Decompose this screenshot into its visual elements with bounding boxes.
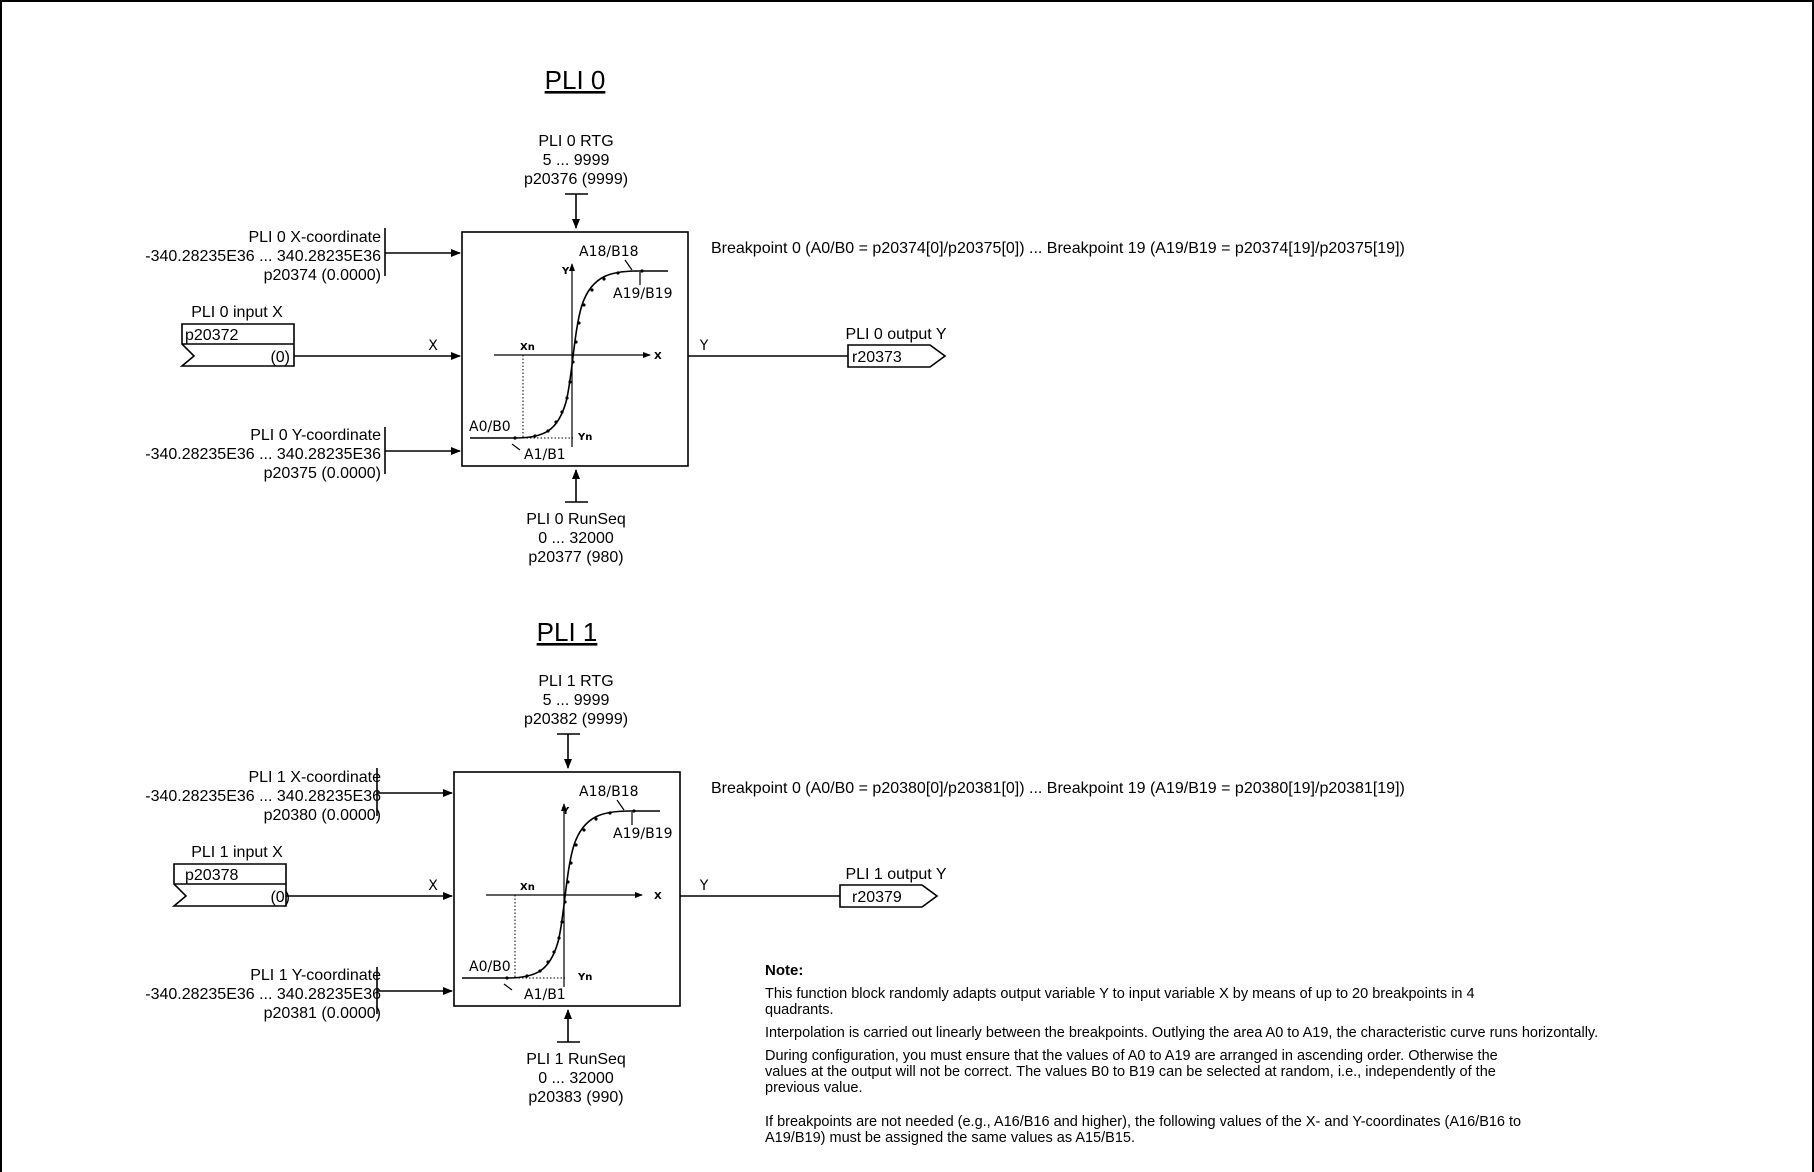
input-default: (0) [270, 349, 290, 366]
output-param: r20379 [852, 889, 902, 906]
graph-xn-label: Xn [520, 342, 535, 353]
graph-yn-label: Yn [577, 432, 592, 443]
runseq-param: p20383 (990) [528, 1089, 623, 1106]
rtg-name: PLI 0 RTG [538, 133, 613, 150]
input-signal-label: X [428, 878, 438, 894]
xcoord-name: PLI 0 X-coordinate [248, 229, 381, 246]
note-line: If breakpoints are not needed (e.g., A16… [765, 1114, 1521, 1130]
pli-block-1: PLI 1 PLI 1 RTG 5 ... 9999 p20382 (9999)… [145, 617, 1405, 1106]
rtg-param: p20376 (9999) [524, 171, 628, 188]
ycoord-param: p20375 (0.0000) [264, 465, 381, 482]
breakpoint-description: Breakpoint 0 (A0/B0 = p20374[0]/p20375[0… [711, 240, 1405, 257]
xcoord-range: -340.28235E36 ... 340.28235E36 [145, 248, 381, 265]
ycoord-param: p20381 (0.0000) [264, 1005, 381, 1022]
ycoord-name: PLI 1 Y-coordinate [250, 967, 381, 984]
block-title: PLI 0 [545, 65, 606, 95]
note-line: quadrants. [765, 1002, 834, 1018]
input-name: PLI 1 input X [191, 844, 283, 861]
output-signal-label: Y [699, 338, 709, 354]
ycoord-range: -340.28235E36 ... 340.28235E36 [145, 986, 381, 1003]
graph-y-axis-label: Y [561, 266, 570, 277]
label-a19-b19: A19/B19 [613, 826, 673, 842]
note-section: Note: This function block randomly adapt… [765, 962, 1598, 1146]
xcoord-range: -340.28235E36 ... 340.28235E36 [145, 788, 381, 805]
graph-yn-label: Yn [577, 972, 592, 983]
xcoord-param: p20380 (0.0000) [264, 807, 381, 824]
label-a1-b1: A1/B1 [524, 447, 566, 463]
runseq-name: PLI 1 RunSeq [526, 1051, 626, 1068]
label-a0-b0: A0/B0 [469, 959, 511, 975]
output-signal-label: Y [699, 878, 709, 894]
graph-x-axis-label: X [654, 891, 662, 902]
output-name: PLI 1 output Y [845, 866, 946, 883]
block-title: PLI 1 [537, 617, 598, 647]
label-a0-b0: A0/B0 [469, 419, 511, 435]
xcoord-param: p20374 (0.0000) [264, 267, 381, 284]
label-a18-b18: A18/B18 [579, 244, 639, 260]
label-a1-b1: A1/B1 [524, 987, 566, 1003]
note-line: previous value. [765, 1080, 863, 1096]
runseq-name: PLI 0 RunSeq [526, 511, 626, 528]
runseq-range: 0 ... 32000 [538, 1070, 614, 1087]
rtg-range: 5 ... 9999 [543, 152, 610, 169]
output-param: r20373 [852, 349, 902, 366]
runseq-param: p20377 (980) [528, 549, 623, 566]
input-param: p20372 [185, 327, 238, 344]
label-a18-b18: A18/B18 [579, 784, 639, 800]
note-title: Note: [765, 962, 803, 979]
note-line: Interpolation is carried out linearly be… [765, 1025, 1598, 1041]
rtg-range: 5 ... 9999 [543, 692, 610, 709]
pli-block-0: PLI 0 PLI 0 RTG 5 ... 9999 p20376 (9999)… [145, 65, 1405, 566]
note-line: A19/B19) must be assigned the same value… [765, 1130, 1135, 1146]
note-line: During configuration, you must ensure th… [765, 1048, 1498, 1064]
label-a19-b19: A19/B19 [613, 286, 673, 302]
output-name: PLI 0 output Y [845, 326, 946, 343]
note-line: values at the output will not be correct… [765, 1064, 1496, 1080]
breakpoint-description: Breakpoint 0 (A0/B0 = p20380[0]/p20381[0… [711, 780, 1405, 797]
input-default: (0) [270, 889, 290, 906]
rtg-name: PLI 1 RTG [538, 673, 613, 690]
graph-xn-label: Xn [520, 882, 535, 893]
ycoord-name: PLI 0 Y-coordinate [250, 427, 381, 444]
input-param: p20378 [185, 867, 238, 884]
note-line: This function block randomly adapts outp… [765, 986, 1475, 1002]
runseq-range: 0 ... 32000 [538, 530, 614, 547]
ycoord-range: -340.28235E36 ... 340.28235E36 [145, 446, 381, 463]
input-name: PLI 0 input X [191, 304, 283, 321]
input-signal-label: X [428, 338, 438, 354]
xcoord-name: PLI 1 X-coordinate [248, 769, 381, 786]
graph-y-axis-label: Y [561, 806, 570, 817]
rtg-param: p20382 (9999) [524, 711, 628, 728]
graph-x-axis-label: X [654, 351, 662, 362]
